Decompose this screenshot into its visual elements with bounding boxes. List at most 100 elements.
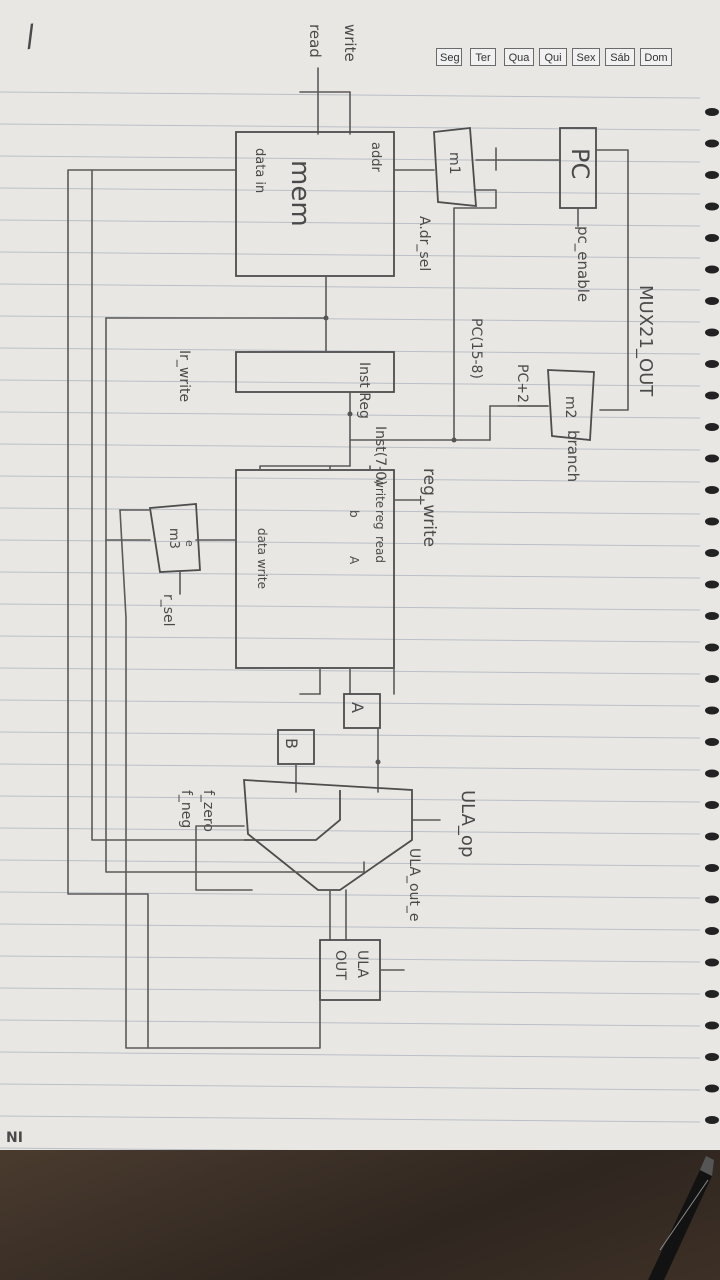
spiral-hole bbox=[705, 549, 719, 557]
ruled-line bbox=[0, 251, 701, 259]
pc-enable-label: pc_enable bbox=[573, 226, 592, 302]
day-tab: Seg bbox=[436, 48, 462, 66]
ruled-line bbox=[0, 955, 701, 963]
ruled-lines bbox=[0, 91, 701, 1155]
spiral-hole bbox=[705, 202, 719, 211]
ni-mark: NI bbox=[6, 1130, 23, 1146]
regfile-data-write: data write bbox=[255, 528, 269, 589]
spiral-hole bbox=[705, 454, 719, 463]
ruled-line bbox=[0, 219, 701, 227]
mux-m1-label: m1 bbox=[446, 152, 462, 175]
inst-range-label: Inst(7-0) bbox=[372, 426, 388, 486]
ruled-line bbox=[0, 507, 701, 515]
spiral-hole bbox=[705, 706, 719, 715]
ula-flag-zero: f_zero bbox=[200, 790, 216, 832]
spiral-hole bbox=[705, 612, 719, 620]
ruled-line bbox=[0, 1051, 701, 1059]
memory-title: mem bbox=[285, 160, 315, 227]
spiral-hole bbox=[705, 675, 719, 683]
register-b-label: B bbox=[282, 738, 301, 749]
mux-m2-select: branch bbox=[564, 430, 582, 482]
register-a bbox=[343, 693, 381, 729]
spiral-hole bbox=[705, 1053, 719, 1061]
day-tab: Ter bbox=[470, 48, 496, 66]
register-file bbox=[235, 469, 395, 669]
mux21-out-label: MUX21_OUT bbox=[635, 285, 656, 397]
ruled-line bbox=[0, 379, 701, 387]
spiral-hole bbox=[705, 265, 719, 274]
spiral-hole bbox=[705, 832, 719, 841]
day-tab: Dom bbox=[640, 48, 672, 66]
desk-background bbox=[0, 1150, 720, 1280]
outer-loop-2 bbox=[91, 169, 245, 841]
spiral-hole bbox=[705, 360, 719, 368]
spiral-hole bbox=[705, 234, 719, 242]
spiral-hole bbox=[705, 864, 719, 872]
outer-loop bbox=[67, 169, 237, 1049]
ula-out-label-2: OUT bbox=[332, 950, 348, 980]
mux21-out-wire bbox=[595, 149, 629, 411]
regfile-control-label: reg_write bbox=[419, 468, 439, 547]
spiral-hole bbox=[705, 958, 719, 967]
spiral-hole bbox=[705, 1021, 719, 1030]
memory-data-in: data in bbox=[252, 148, 267, 193]
inst-reg-label: Inst Reg bbox=[356, 362, 372, 419]
ruled-line bbox=[0, 795, 701, 803]
day-tab: Sáb bbox=[605, 48, 635, 66]
ruled-line bbox=[0, 1019, 701, 1027]
ruled-line bbox=[0, 1115, 701, 1123]
ruled-line bbox=[0, 923, 701, 931]
slash-mark: / bbox=[22, 18, 39, 54]
ula-op-label: ULA_op bbox=[457, 790, 478, 857]
spiral-hole bbox=[705, 391, 719, 400]
ruled-line bbox=[0, 1083, 701, 1091]
spiral-hole bbox=[705, 486, 719, 494]
ruled-line bbox=[0, 155, 701, 163]
mux-m3-sub: e bbox=[183, 540, 196, 547]
regfile-reg: reg bbox=[373, 510, 387, 530]
ruled-line bbox=[0, 731, 701, 739]
spiral-hole bbox=[705, 895, 719, 904]
mux-m2-label: m2 bbox=[562, 396, 578, 419]
ula-out-label-1: ULA bbox=[354, 950, 370, 978]
ruled-line bbox=[0, 827, 701, 835]
inst-register bbox=[235, 351, 395, 393]
spiral-hole bbox=[705, 423, 719, 431]
notebook-page: Seg Ter Qua Qui Sex Sáb Dom / write read… bbox=[0, 0, 720, 1165]
ruled-line bbox=[0, 891, 701, 899]
register-a-label: A bbox=[348, 702, 367, 713]
spiral-hole bbox=[705, 990, 719, 998]
spiral-hole bbox=[705, 1084, 719, 1093]
mux-m3-label: m3 bbox=[166, 528, 181, 549]
day-tab: Sex bbox=[572, 48, 600, 66]
day-tab: Qua bbox=[504, 48, 534, 66]
memory-block bbox=[235, 131, 395, 277]
ula-out-feedback bbox=[119, 509, 321, 1049]
pc-plus2-label: PC+2 bbox=[514, 364, 530, 403]
ruled-line bbox=[0, 475, 701, 483]
ruled-line bbox=[0, 187, 701, 195]
ruled-line bbox=[0, 987, 701, 995]
regfile-write: write bbox=[373, 478, 387, 508]
memory-addr: addr bbox=[368, 142, 383, 172]
spiral-hole bbox=[705, 738, 719, 746]
ruled-line bbox=[0, 859, 701, 867]
spiral-hole bbox=[705, 580, 719, 589]
inst-reg-write-label: Ir_write bbox=[176, 350, 192, 402]
ruled-line bbox=[0, 315, 701, 323]
spiral-holes bbox=[705, 108, 719, 1124]
ruled-line bbox=[0, 763, 701, 771]
mux-m1-select: A.dr_sel bbox=[416, 216, 432, 271]
ruled-line bbox=[0, 603, 701, 611]
spiral-hole bbox=[705, 108, 719, 116]
spiral-hole bbox=[705, 769, 719, 778]
pen-icon bbox=[648, 1156, 714, 1280]
spiral-hole bbox=[705, 171, 719, 179]
pc-range-label: PC(15-8) bbox=[468, 318, 484, 379]
ula-out-control: ULA_out_e bbox=[406, 848, 422, 922]
ruled-line bbox=[0, 283, 701, 291]
ruled-line bbox=[0, 635, 701, 643]
ruled-line bbox=[0, 539, 701, 547]
spiral-hole bbox=[705, 328, 719, 337]
write-label: write bbox=[341, 24, 359, 62]
